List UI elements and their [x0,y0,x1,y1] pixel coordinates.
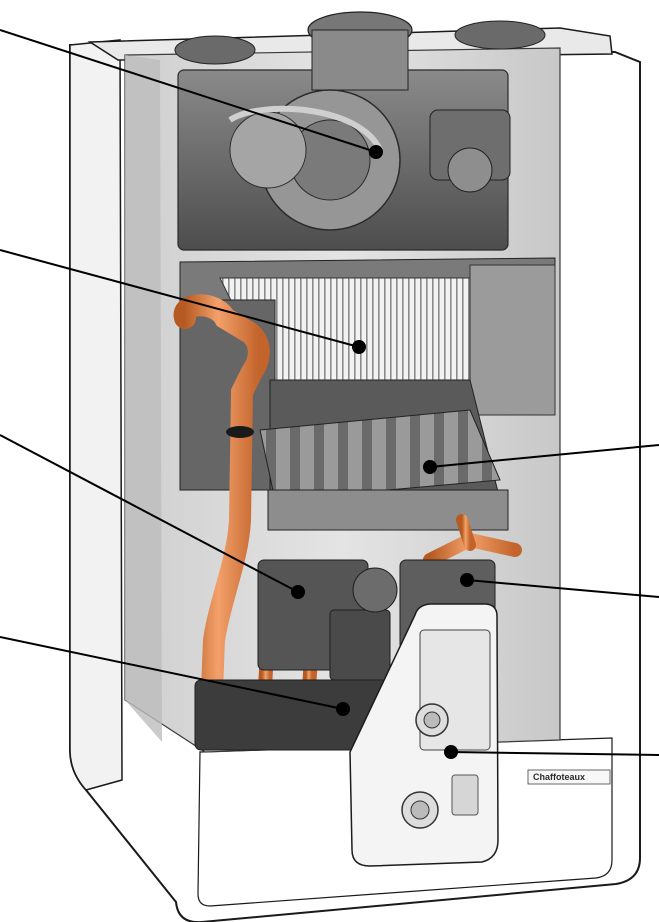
heat-exchanger [179,257,556,491]
brand-badge: Chaffoteaux [527,769,611,785]
burner-assembly [259,379,509,531]
callout-dot-heat-exchanger [352,340,366,354]
callout-line-control-panel [450,751,659,756]
callout-dot-pump [460,573,474,587]
callout-line-heat-exchanger [0,249,360,348]
callout-line-burner [429,444,659,468]
callout-dot-control-panel [444,745,458,759]
fan-assembly [174,11,546,251]
callout-dot-fan [369,145,383,159]
control-panel [349,603,499,867]
callout-line-gas-valve [0,434,299,593]
callout-line-hydraulic-block [0,636,344,710]
callout-lines [0,29,659,759]
brand-label: Chaffoteaux [533,772,585,782]
callout-line-fan [0,29,377,153]
callout-dot-hydraulic-block [336,702,350,716]
callout-dot-gas-valve [291,585,305,599]
callout-line-pump [466,579,659,598]
callout-dot-burner [423,460,437,474]
